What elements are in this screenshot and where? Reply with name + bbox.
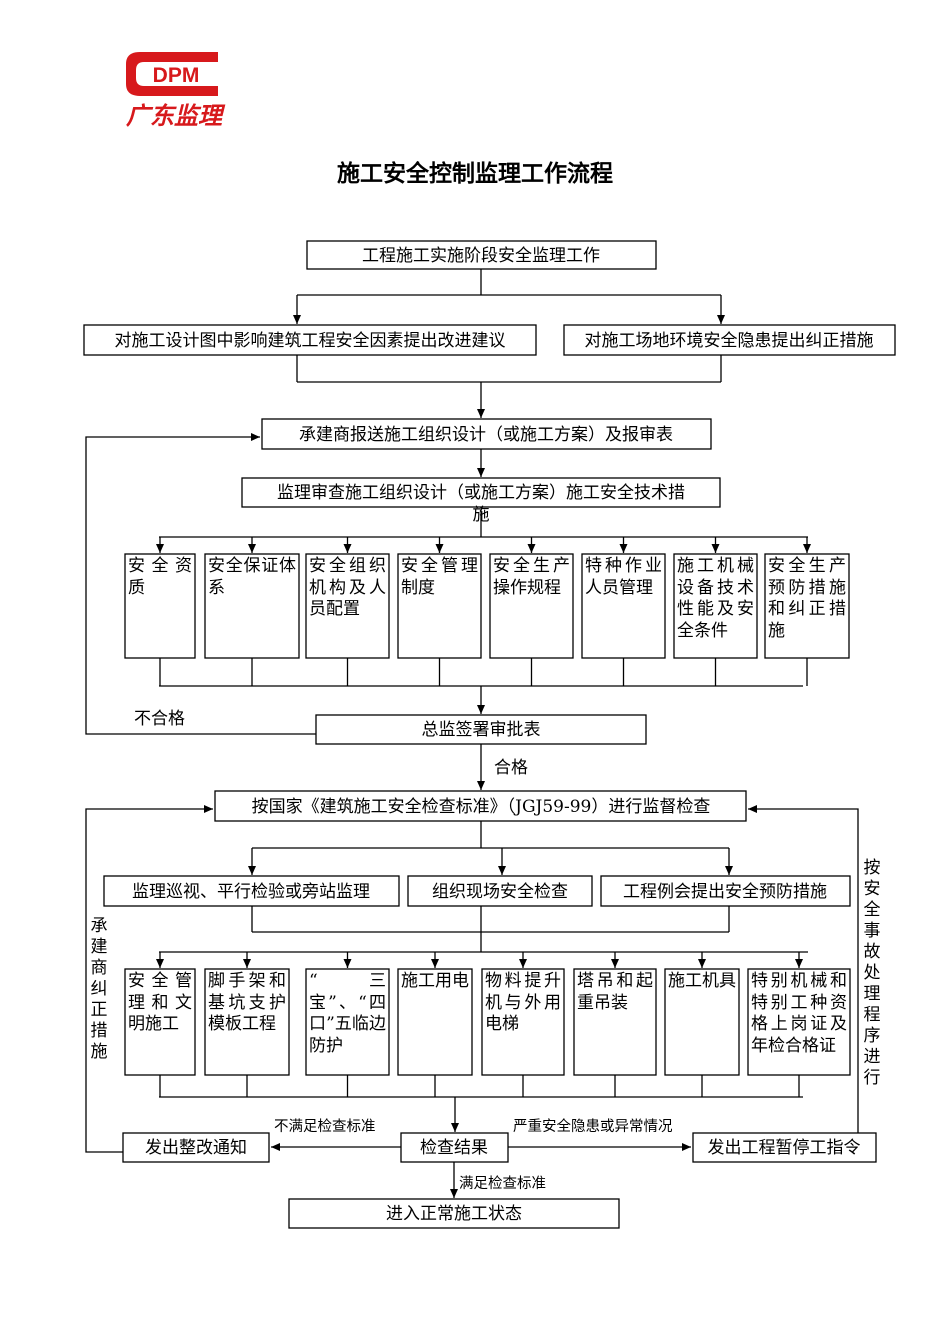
review-box — [241, 477, 721, 508]
contractor-fix-label: 承建商纠正措施 — [90, 916, 108, 1062]
check-item-label: 施工机具 — [668, 971, 736, 991]
site-measures-label: 对施工场地环境安全隐患提出纠正措施 — [585, 331, 874, 351]
review-item-label: 施工机械设备技术性能及安全条件 — [677, 556, 754, 641]
review-item-box — [489, 553, 574, 659]
design-advice-box — [83, 324, 537, 356]
review-item-label: 安全组织机构及人员配置 — [309, 556, 386, 619]
check-result-label: 检查结果 — [420, 1138, 488, 1158]
check-item-box — [747, 968, 851, 1076]
pass-label: 合格 — [494, 758, 528, 778]
review-item-label: 安全生产操作规程 — [493, 556, 570, 598]
patrol-label: 监理巡视、平行检验或旁站监理 — [132, 882, 370, 902]
inspect-standard-label: 按国家《建筑施工安全检查标准》（JGJ59-99）进行监督检查 — [252, 797, 711, 817]
check-item-box — [305, 968, 390, 1076]
check-item-label: 特别机械和特别工种资格上岗证及年检合格证 — [751, 971, 847, 1056]
check-item-label: 施工用电 — [401, 971, 469, 991]
contractor-submit-label: 承建商报送施工组织设计（或施工方案）及报审表 — [299, 425, 673, 445]
review-item-box — [764, 553, 850, 659]
review-item-label: 安全生产预防措施和纠正措施 — [768, 556, 846, 641]
logo-mark-frame — [126, 52, 218, 96]
review-item-box — [581, 553, 666, 659]
stop-order-label: 发出工程暂停工指令 — [708, 1138, 861, 1158]
meet-label: 满足检查标准 — [459, 1175, 546, 1192]
company-logo: DPM 广东监理 — [118, 44, 233, 136]
meeting-box — [600, 875, 851, 907]
rectify-notice-label: 发出整改通知 — [145, 1138, 247, 1158]
normal-box — [288, 1198, 620, 1229]
logo-name-text: 广东监理 — [126, 101, 226, 130]
stop-order-box — [692, 1132, 877, 1163]
review-item-label: 安全保证体系 — [208, 556, 296, 598]
patrol-box — [103, 875, 400, 907]
review-item-box — [204, 553, 300, 659]
start-label: 工程施工实施阶段安全监理工作 — [362, 246, 600, 266]
accident-proc-label: 按安全事故处理程序进行 — [863, 858, 881, 1088]
review-item-box — [305, 553, 390, 659]
check-item-label: 塔吊和起重吊装 — [577, 971, 653, 1013]
review-item-label: 特种作业人员管理 — [585, 556, 662, 598]
check-item-box — [481, 968, 565, 1076]
rectify-notice-box — [122, 1132, 270, 1163]
contractor-submit-box — [261, 418, 712, 450]
fail-label: 不合格 — [134, 709, 185, 729]
check-item-box — [397, 968, 473, 1076]
check-item-label: 安全管理和文明施工 — [128, 971, 192, 1034]
review-item-label: 安全资质 — [128, 556, 192, 598]
check-item-label: 脚手架和基坑支护模板工程 — [208, 971, 286, 1034]
check-item-label: “三宝”、“四口”五临边防护 — [309, 971, 386, 1056]
chief-sign-label: 总监签署审批表 — [422, 720, 541, 740]
normal-label: 进入正常施工状态 — [386, 1204, 522, 1224]
check-item-label: 物料提升机与外用电梯 — [485, 971, 561, 1034]
logo-mark-text: DPM — [153, 64, 200, 87]
serious-label: 严重安全隐患或异常情况 — [513, 1117, 673, 1135]
page-title: 施工安全控制监理工作流程 — [337, 160, 613, 187]
chief-sign-box — [315, 714, 647, 745]
check-item-box — [664, 968, 740, 1076]
site-measures-box — [563, 324, 896, 356]
review-label: 监理审查施工组织设计（或施工方案）施工安全技术措 — [277, 483, 685, 503]
meeting-label: 工程例会提出安全预防措施 — [623, 882, 827, 902]
design-advice-label: 对施工设计图中影响建筑工程安全因素提出改进建议 — [115, 331, 506, 351]
check-item-box — [124, 968, 196, 1076]
site-check-label: 组织现场安全检查 — [432, 882, 568, 902]
inspect-standard-box — [214, 790, 747, 822]
site-check-box — [407, 875, 593, 907]
review-item-box — [397, 553, 482, 659]
not-meet-label: 不满足检查标准 — [274, 1118, 376, 1135]
review-item-label: 安全管理制度 — [401, 556, 478, 598]
review-item-box — [673, 553, 758, 659]
